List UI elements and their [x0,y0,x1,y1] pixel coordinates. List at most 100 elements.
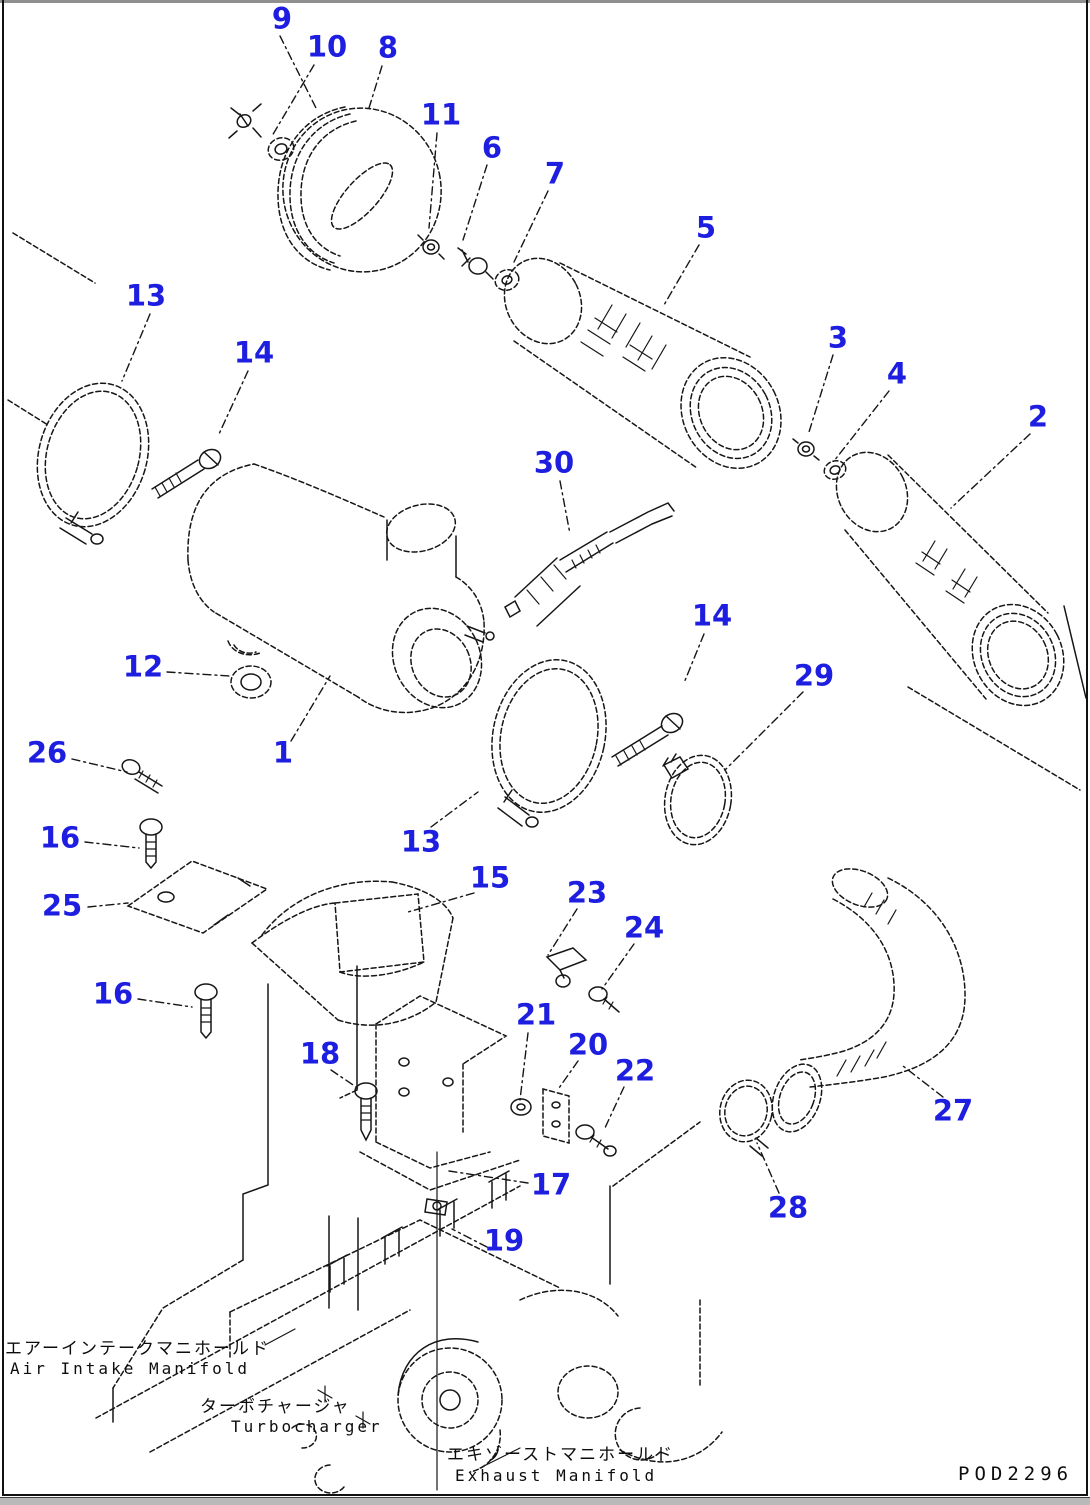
callout-9: 9 [271,1,293,36]
part-14-bolt-left [151,448,222,499]
callout-27: 27 [932,1093,974,1128]
callout-30: 30 [533,445,575,480]
leader-16 [137,998,193,1008]
callout-23: 23 [566,875,608,910]
part-25-bracket-plate [126,860,269,934]
callout-4: 4 [886,356,908,391]
part-8-end-cover [277,106,442,273]
leader-26 [71,758,128,773]
leader-23 [547,908,578,956]
part-17-support-bracket [359,995,521,1191]
part-16-bolt-upper [139,818,163,870]
part-15-saddle-bracket [251,880,454,1026]
callout-6: 6 [481,130,503,165]
part-28-hose-clamp [719,1079,773,1157]
callout-25: 25 [41,888,83,923]
leader-6 [462,164,488,241]
part-29-hose-clamp [662,753,733,846]
callout-24: 24 [623,910,665,945]
page-edge-bottom [0,1497,1090,1505]
part-5-filter-element [503,257,782,470]
label-air-intake-manifold-jp: エアーインテークマニホールド [5,1339,270,1359]
callout-22: 22 [614,1053,656,1088]
part-13-clamp-right [491,659,607,828]
leader-3 [808,354,834,433]
callout-15: 15 [469,860,511,895]
part-16-bolt-lower [194,983,218,1040]
part-12-grommet [230,665,272,699]
leader-13 [121,313,151,382]
part-30-dust-indicator [504,502,675,627]
callout-11: 11 [420,97,462,132]
leader-28 [756,1142,780,1194]
callout-18: 18 [299,1036,341,1071]
leader-22 [603,1086,625,1131]
part-9-wing-bolt [228,103,262,139]
leader-19 [451,1228,488,1248]
callout-16: 16 [92,976,134,1011]
page-edge-top [0,0,1090,3]
part-27-hose [771,868,966,1133]
callout-19: 19 [483,1223,525,1258]
turbocharger-sketch [397,1338,503,1473]
callout-13: 13 [125,278,167,313]
part-7-washer [494,268,520,292]
leader-4 [833,390,890,462]
leader-20 [558,1060,579,1089]
exhaust-manifold-sketch [519,1289,723,1463]
leader-9 [279,35,318,111]
leader-13 [430,791,479,828]
leader-24 [601,943,635,990]
callout-28: 28 [767,1190,809,1225]
frame-context-lines [7,232,1087,791]
callout-20: 20 [567,1027,609,1062]
callout-10: 10 [306,29,348,64]
part-14-bolt-right [611,712,684,767]
part-1-air-cleaner-body [187,463,495,714]
leader-10 [271,64,315,137]
part-23-clamp-plate [545,947,588,988]
leader-18 [330,1069,360,1090]
part-21-washer [510,1098,532,1116]
callout-12: 12 [122,649,164,684]
part-20-plate [542,1088,570,1144]
drawing-code: POD2296 [958,1463,1074,1485]
label-turbocharger-en: Turbocharger [231,1417,383,1436]
label-air-intake-manifold-en: Air Intake Manifold [10,1359,251,1378]
callout-7: 7 [544,156,566,191]
callout-16: 16 [39,820,81,855]
leader-7 [513,190,549,263]
callout-5: 5 [695,210,717,245]
leader-1 [290,675,331,742]
leader-21 [519,1032,529,1101]
leader-12 [166,671,231,677]
leader-27 [902,1065,944,1098]
leader-2 [950,433,1031,509]
label-exhaust-manifold-jp: エキゾーストマニホールド [447,1445,675,1465]
leader-25 [87,902,129,908]
part-3-wing-nut [792,438,820,461]
part-4-washer [823,459,847,481]
leader-30 [559,480,571,535]
callout-17: 17 [530,1167,572,1202]
leader-11 [428,132,438,229]
part-10-washer [267,136,295,162]
part-11-wing-nut [417,234,445,260]
leader-17 [448,1170,529,1184]
leader-29 [724,691,804,771]
part-6-wing-bolt [457,247,494,280]
leader-15 [407,892,475,913]
part-13-clamp-left [36,382,150,545]
callout-14: 14 [691,598,733,633]
callout-1: 1 [272,735,294,770]
callout-13: 13 [400,824,442,859]
leader-16 [84,841,140,849]
engine-sketch [95,1170,723,1494]
part-2-inner-element [835,451,1065,707]
part-24-bolt [588,986,620,1013]
callout-2: 2 [1027,399,1049,434]
part-22-bolt [575,1124,617,1157]
